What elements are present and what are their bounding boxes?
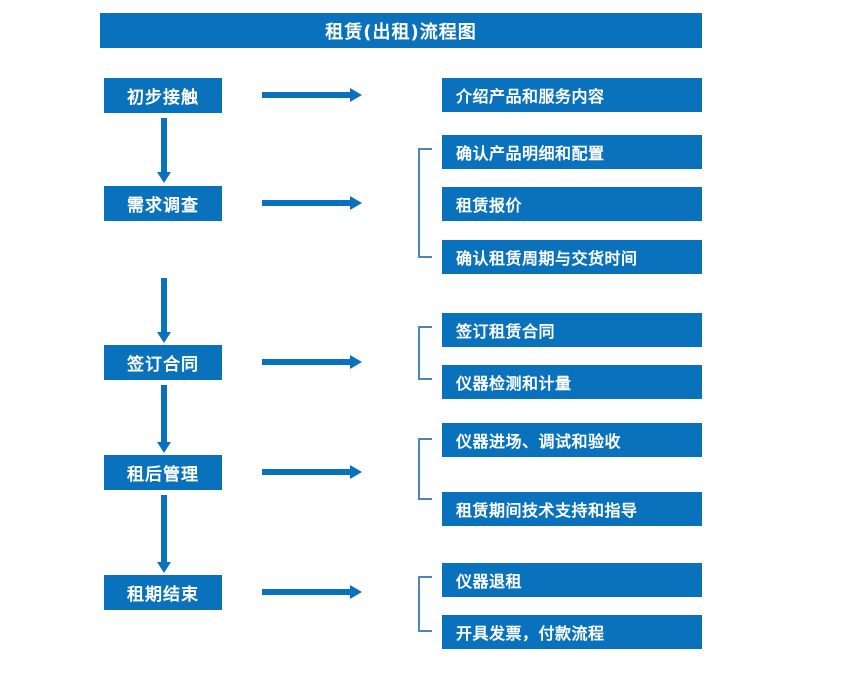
task-box-1[interactable]: 介绍产品和服务内容 [442, 78, 702, 112]
arrow-shaft [161, 495, 167, 562]
task-box-10[interactable]: 开具发票，付款流程 [442, 615, 702, 649]
arrow-shaft [262, 589, 352, 595]
right-arrow-stage-1 [262, 88, 362, 102]
arrow-shaft [262, 200, 352, 206]
group-bracket-4 [418, 576, 432, 632]
right-arrow-stage-3 [262, 355, 362, 369]
group-bracket-3 [418, 438, 432, 500]
arrow-head [350, 88, 362, 102]
page-title: 租赁(出租)流程图 [100, 13, 702, 48]
right-arrow-stage-5 [262, 585, 362, 599]
stage-box-2[interactable]: 需求调查 [104, 186, 222, 221]
down-arrow-1-2 [157, 118, 171, 183]
arrow-head [350, 585, 362, 599]
arrow-head [157, 332, 171, 343]
down-arrow-4-5 [157, 495, 171, 573]
group-bracket-2 [418, 326, 432, 380]
arrow-head [350, 465, 362, 479]
task-box-2[interactable]: 确认产品明细和配置 [442, 135, 702, 169]
task-box-7[interactable]: 仪器进场、调试和验收 [442, 423, 702, 457]
arrow-head [350, 355, 362, 369]
group-bracket-1 [418, 148, 432, 258]
arrow-head [157, 562, 171, 573]
right-arrow-stage-2 [262, 196, 362, 210]
stage-box-5[interactable]: 租期结束 [104, 575, 222, 610]
arrow-shaft [161, 278, 167, 332]
arrow-shaft [161, 385, 167, 442]
task-box-5[interactable]: 签订租赁合同 [442, 313, 702, 347]
arrow-shaft [262, 469, 352, 475]
stage-box-3[interactable]: 签订合同 [104, 345, 222, 380]
task-box-9[interactable]: 仪器退租 [442, 563, 702, 597]
down-arrow-3-4 [157, 385, 171, 453]
arrow-head [157, 442, 171, 453]
down-arrow-2-3 [157, 278, 171, 343]
stage-box-4[interactable]: 租后管理 [104, 455, 222, 490]
task-box-3[interactable]: 租赁报价 [442, 187, 702, 221]
task-box-8[interactable]: 租赁期间技术支持和指导 [442, 492, 702, 526]
arrow-shaft [262, 359, 352, 365]
stage-box-1[interactable]: 初步接触 [104, 78, 222, 113]
arrow-shaft [161, 118, 167, 172]
arrow-head [157, 172, 171, 183]
arrow-head [350, 196, 362, 210]
arrow-shaft [262, 92, 352, 98]
task-box-4[interactable]: 确认租赁周期与交货时间 [442, 240, 702, 274]
right-arrow-stage-4 [262, 465, 362, 479]
task-box-6[interactable]: 仪器检测和计量 [442, 365, 702, 399]
